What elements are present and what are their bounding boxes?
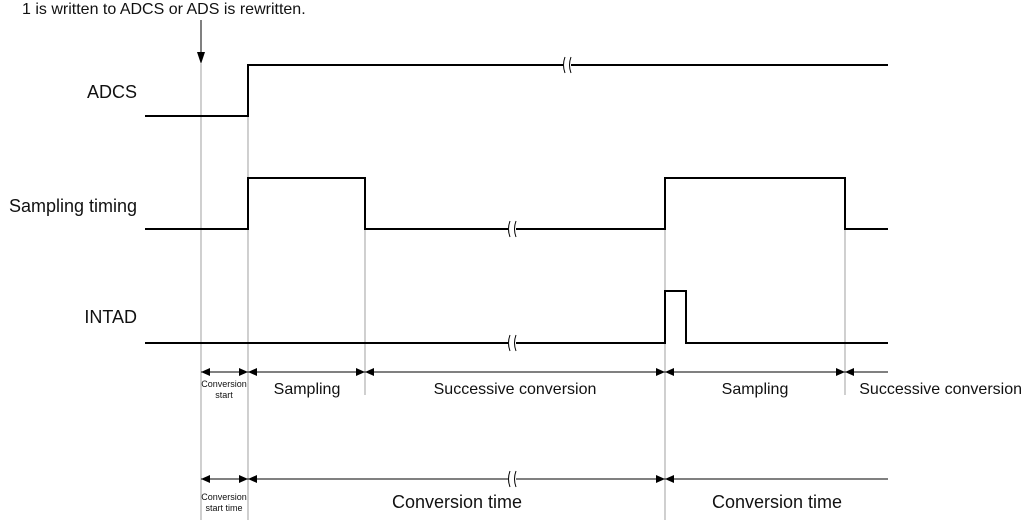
phase-conversion-start-line2: start <box>215 390 233 400</box>
phase-sampling-1: Sampling <box>274 381 341 398</box>
adcs-break-mark <box>563 56 572 74</box>
phase-conversion-start-line1: Conversion <box>201 379 247 389</box>
intad-waveform <box>145 290 888 344</box>
time-arrows <box>201 475 888 483</box>
trigger-arrow <box>197 20 205 64</box>
adcs-waveform <box>145 64 888 117</box>
sampling-break-mark <box>508 220 517 238</box>
signal-label-adcs: ADCS <box>87 82 137 102</box>
sampling-timing-waveform <box>145 177 888 230</box>
phase-successive-conversion-2: Successive conversion <box>859 381 1022 398</box>
phase-sampling-2: Sampling <box>722 381 789 398</box>
conversion-time-1: Conversion time <box>392 492 522 512</box>
trigger-note: 1 is written to ADCS or ADS is rewritten… <box>22 1 306 18</box>
time-conversion-start-line2: start time <box>205 503 242 513</box>
time-conversion-start-line1: Conversion <box>201 492 247 502</box>
phase-arrows <box>201 368 888 376</box>
reference-lines <box>200 64 846 520</box>
conversion-time-2: Conversion time <box>712 492 842 512</box>
intad-break-mark <box>508 334 517 352</box>
time-break-mark <box>508 470 517 488</box>
signal-label-sampling-timing: Sampling timing <box>9 196 137 216</box>
signal-label-intad: INTAD <box>84 307 137 327</box>
phase-successive-conversion-1: Successive conversion <box>434 381 597 398</box>
